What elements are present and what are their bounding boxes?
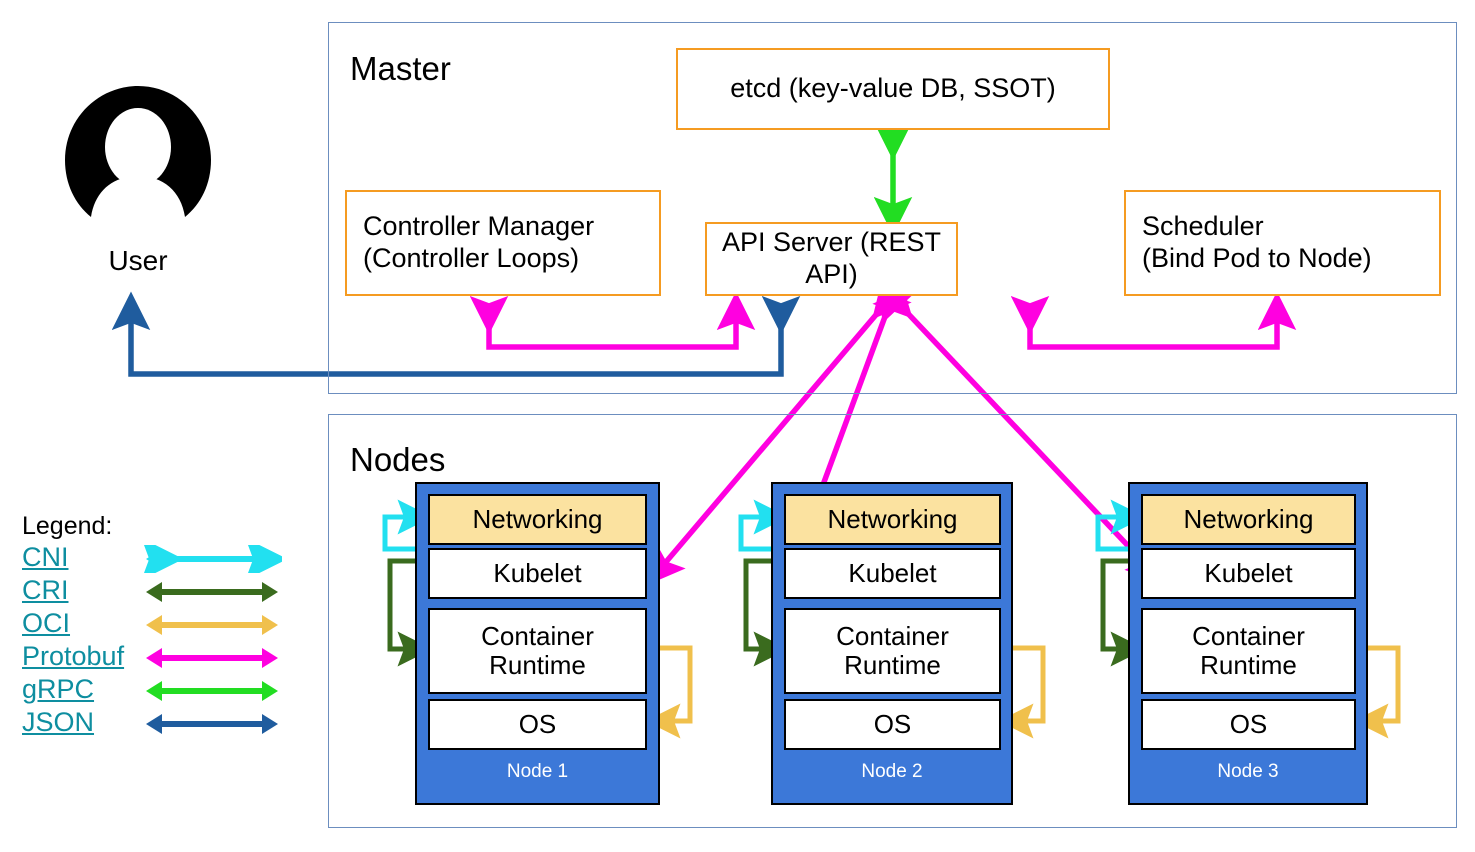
legend: Legend: CNI CRI OCI Protobuf [20,512,282,741]
node1-kubelet-layer[interactable]: Kubelet [428,548,647,599]
legend-row-grpc: gRPC [20,674,278,708]
nodes-group [328,414,1457,828]
etcd-label: etcd (key-value DB, SSOT) [730,73,1056,104]
legend-row-json: JSON [20,707,278,741]
legend-label-grpc[interactable]: gRPC [22,674,95,704]
controller-manager-label: Controller Manager (Controller Loops) [363,211,595,273]
controller-manager-box[interactable]: Controller Manager (Controller Loops) [345,190,661,296]
node3-container-runtime-layer[interactable]: Container Runtime [1141,608,1356,694]
legend-label-protobuf[interactable]: Protobuf [22,641,125,671]
node-card-2[interactable]: Networking Kubelet Container Runtime OS … [771,482,1013,805]
legend-label-json[interactable]: JSON [22,707,95,737]
node3-os-layer[interactable]: OS [1141,699,1356,750]
node2-label: Node 2 [861,761,923,782]
legend-row-cni: CNI [20,542,282,576]
api-server-label: API Server (REST API) [721,227,942,289]
legend-arrow-cni [142,545,282,573]
node2-kubelet-layer[interactable]: Kubelet [784,548,1001,599]
legend-row-cri: CRI [20,575,278,609]
legend-arrow-oci [146,615,278,635]
node2-os-layer[interactable]: OS [784,699,1001,750]
nodes-group-title: Nodes [350,441,446,478]
user-label: User [108,245,168,276]
node1-networking-layer[interactable]: Networking [428,494,647,545]
scheduler-label: Scheduler (Bind Pod to Node) [1142,211,1372,273]
legend-arrow-cri [146,582,278,602]
legend-row-protobuf: Protobuf [20,642,278,675]
legend-label-cni[interactable]: CNI [22,542,69,572]
master-group [328,22,1457,394]
api-server-box[interactable]: API Server (REST API) [705,222,958,296]
legend-label-oci[interactable]: OCI [22,608,71,638]
node2-container-runtime-layer[interactable]: Container Runtime [784,608,1001,694]
node-card-1[interactable]: Networking Kubelet Container Runtime OS … [415,482,660,805]
legend-arrow-json [146,714,278,734]
legend-row-oci: OCI [20,608,278,642]
scheduler-box[interactable]: Scheduler (Bind Pod to Node) [1124,190,1441,296]
node1-label: Node 1 [506,761,569,782]
legend-label-cri[interactable]: CRI [22,575,69,605]
user-avatar-icon [63,84,213,226]
node1-os-layer[interactable]: OS [428,699,647,750]
node-card-3[interactable]: Networking Kubelet Container Runtime OS … [1128,482,1368,805]
node2-networking-layer[interactable]: Networking [784,494,1001,545]
legend-arrow-grpc [146,681,278,701]
master-group-title: Master [350,50,451,87]
etcd-box[interactable]: etcd (key-value DB, SSOT) [676,48,1110,130]
legend-arrow-protobuf [146,648,278,668]
legend-title: Legend: [22,512,113,540]
node3-kubelet-layer[interactable]: Kubelet [1141,548,1356,599]
node3-label: Node 3 [1217,761,1279,782]
node3-networking-layer[interactable]: Networking [1141,494,1356,545]
node1-container-runtime-layer[interactable]: Container Runtime [428,608,647,694]
